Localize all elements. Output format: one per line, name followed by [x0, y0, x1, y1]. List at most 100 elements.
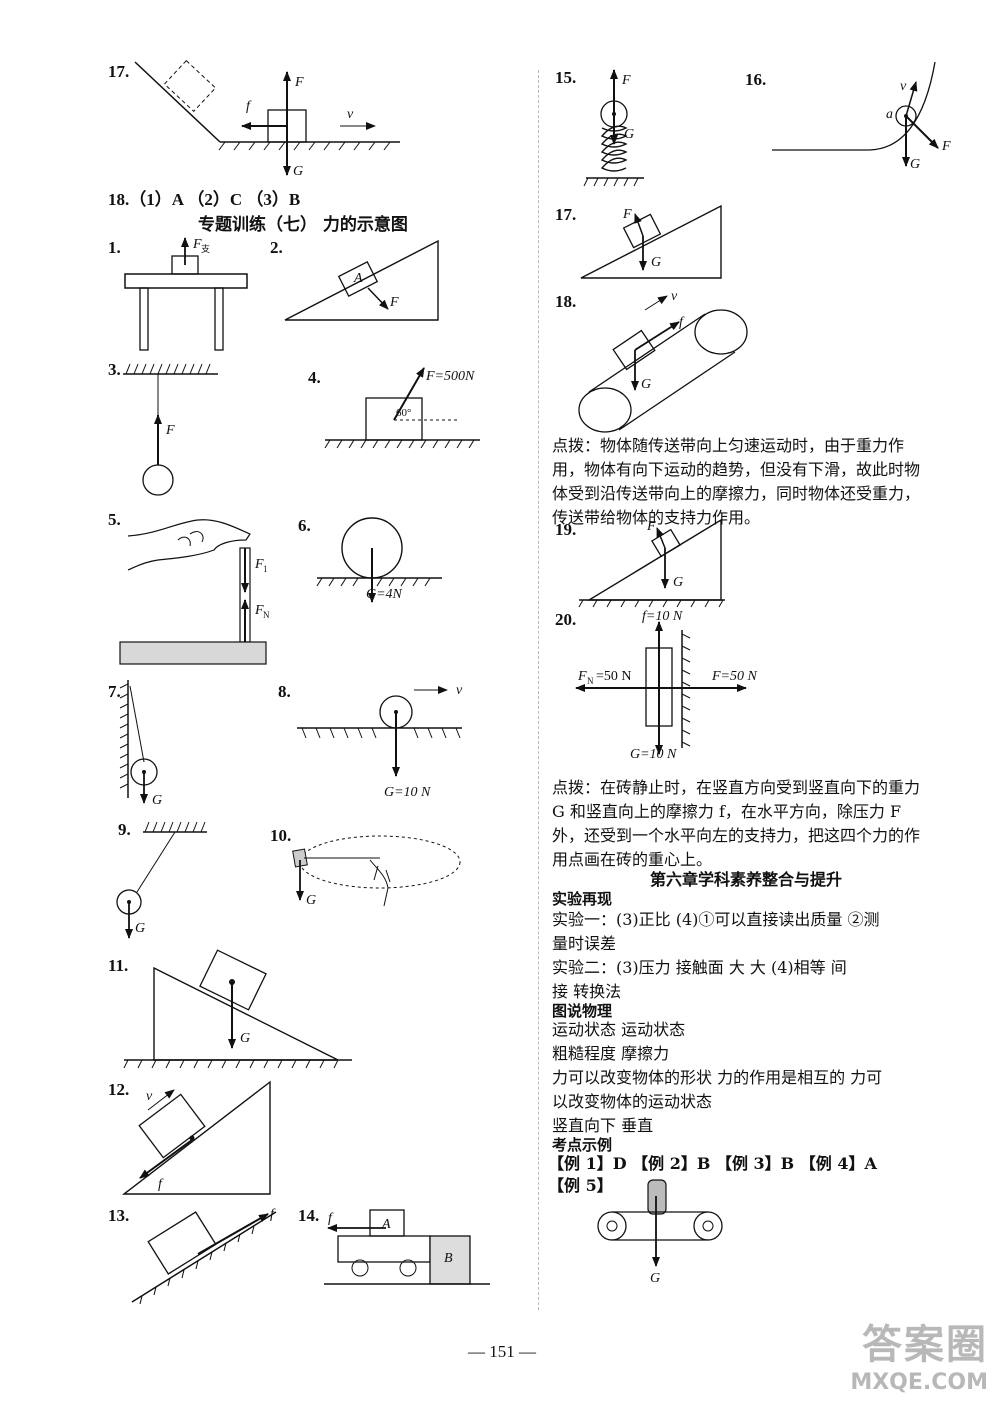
q11-number: 11. [108, 956, 129, 975]
r-q19-figure: F G [578, 518, 725, 608]
watermark: 答案圈 MXQE.COM [850, 1312, 988, 1395]
q17-number: 17. [108, 62, 130, 81]
chapter-title: 第六章学科素养整合与提升 [650, 870, 843, 889]
r-q19-number: 19. [555, 520, 577, 539]
r-q16-label-G: G [910, 157, 920, 172]
q13-figure: f [131, 1207, 277, 1305]
r-q16-label-a: a [886, 107, 893, 122]
q9-number: 9. [118, 820, 131, 839]
q1-label-sub: 支 [201, 243, 210, 254]
page-number: — 151 — [468, 1342, 536, 1361]
experiment-heading: 实验再现 [552, 890, 613, 908]
q14-label-f: f [328, 1211, 334, 1226]
r-q18-label-v: v [671, 289, 678, 304]
section-title: 专题训练（七） 力的示意图 [198, 215, 408, 235]
r-q16-figure: v a F G [772, 61, 951, 172]
example-5-figure: G [597, 1179, 723, 1286]
r-q17-number: 17. [555, 205, 577, 224]
q17-label-F: F [294, 75, 304, 90]
watermark-url: MXQE.COM [850, 1370, 988, 1395]
experiment-line: 接 转换法 [552, 982, 622, 1001]
r-q15-label-F: F [621, 73, 631, 88]
physics-heading: 图说物理 [552, 1002, 613, 1020]
r-q15-label-G: G [624, 127, 634, 142]
r-q16-label-v: v [900, 79, 907, 94]
physics-block: 运动状态 运动状态 粗糙程度 摩擦力 力可以改变物体的形状 力的作用是相互的 力… [552, 1018, 882, 1138]
r-q20-label-FN-value: =50 N [596, 669, 632, 684]
q2-figure: A F [284, 239, 439, 321]
r-q16-number: 16. [745, 70, 767, 89]
r-q18-figure: v f G [578, 289, 748, 433]
q12-label-f: f [158, 1177, 164, 1192]
q7-label-G: G [152, 793, 162, 808]
hint-2-line: 外，还受到一个水平向左的支持力，把这四个力的作 [552, 826, 921, 845]
q10-figure: G [292, 835, 461, 908]
q6-label-G: G=4N [366, 587, 403, 602]
r-q20-label-F: F=50 N [711, 669, 757, 684]
r-q17-label-F: F [622, 207, 632, 222]
q12-label-v: v [146, 1089, 153, 1104]
example-5-label-G: G [650, 1271, 660, 1286]
r-q18-label-f: f [679, 315, 685, 330]
hint-2-line: G 和竖直向上的摩擦力 f，在水平方向，除压力 F [552, 802, 902, 821]
q13-label-f: f [270, 1207, 276, 1222]
r-q15-number: 15. [555, 68, 577, 87]
q2-label-A: A [353, 271, 363, 286]
experiment-block: 实验一：(3)正比 (4)①可以直接读出质量 ②测 量时误差 实验二：(3)压力… [552, 908, 880, 1004]
watermark-logo: 答案圈 [862, 1322, 988, 1368]
q12-number: 12. [108, 1080, 130, 1099]
q5-label-F2: F [254, 603, 264, 618]
q14-label-B: B [444, 1251, 453, 1266]
q3-label-F: F [165, 423, 175, 438]
q6-number: 6. [298, 516, 311, 535]
hint-1-line: 体受到沿传送带向上的摩擦力，同时物体还受重力， [552, 484, 921, 503]
hint-2-line: 用点画在砖的重心上。 [552, 850, 713, 869]
hint-2: 点拨：在砖静止时，在竖直方向受到竖直向下的重力 G 和竖直向上的摩擦力 f，在水… [552, 776, 920, 872]
q3-number: 3. [108, 360, 121, 379]
physics-line: 以改变物体的运动状态 [552, 1092, 713, 1111]
r-q18-number: 18. [555, 292, 577, 311]
q14-figure: f A B [324, 1209, 490, 1285]
q7-number: 7. [108, 682, 121, 701]
r-q17-figure: F G [580, 204, 722, 279]
r-q20-label-FN: F [577, 669, 587, 684]
q4-angle: 60° [396, 407, 411, 419]
q4-label-F: F=500N [425, 369, 475, 384]
q7-figure: G [119, 680, 162, 808]
q1-figure: F 支 [124, 237, 248, 351]
physics-line: 力可以改变物体的形状 力的作用是相互的 力可 [552, 1068, 883, 1087]
q6-figure: G=4N [316, 517, 442, 603]
q5-label-F1-sub: 1 [263, 564, 268, 574]
r-q20-label-G: G=10 N [630, 747, 677, 762]
q1-label-F: F [192, 237, 202, 252]
r-q15-figure: F G [583, 69, 644, 187]
experiment-line: 量时误差 [552, 934, 617, 953]
q9-figure: G [116, 821, 207, 939]
q5-number: 5. [108, 510, 121, 529]
q17-label-v: v [347, 107, 354, 122]
q2-label-F: F [389, 295, 399, 310]
q4-number: 4. [308, 368, 321, 387]
q4-figure: 60° F=500N [324, 367, 480, 449]
q11-label-G: G [240, 1031, 250, 1046]
r-q17-label-G: G [651, 255, 661, 270]
q12-figure: v f [121, 1080, 271, 1195]
q17-label-G: G [293, 164, 303, 179]
r-q19-label-F: F [646, 519, 656, 534]
examples-answers: 【例 1】D 【例 2】B 【例 3】B 【例 4】A [548, 1154, 877, 1173]
q13-number: 13. [108, 1206, 130, 1225]
r-q20-label-FN-sub: N [587, 676, 594, 686]
q18-answer: 18.（1）A （2）C （3）B [108, 190, 301, 209]
experiment-line: 实验一：(3)正比 (4)①可以直接读出质量 ②测 [552, 910, 880, 929]
q17-label-f: f [246, 99, 252, 114]
physics-line: 运动状态 运动状态 [552, 1020, 686, 1039]
physics-line: 竖直向下 垂直 [552, 1116, 654, 1135]
column-divider [538, 70, 539, 1310]
r-q20-figure: f=10 N F N =50 N F=50 N G=10 N [575, 609, 757, 762]
hint-1: 点拨：物体随传送带向上匀速运动时，由于重力作 用，物体有向下运动的趋势，但没有下… [552, 434, 920, 530]
q5-label-F1: F [254, 557, 264, 572]
hint-1-line: 用，物体有向下运动的趋势，但没有下滑，故此时物 [552, 460, 921, 479]
q8-label-v: v [456, 683, 463, 698]
examples-heading: 考点示例 [552, 1136, 613, 1154]
q10-label-G: G [306, 893, 316, 908]
